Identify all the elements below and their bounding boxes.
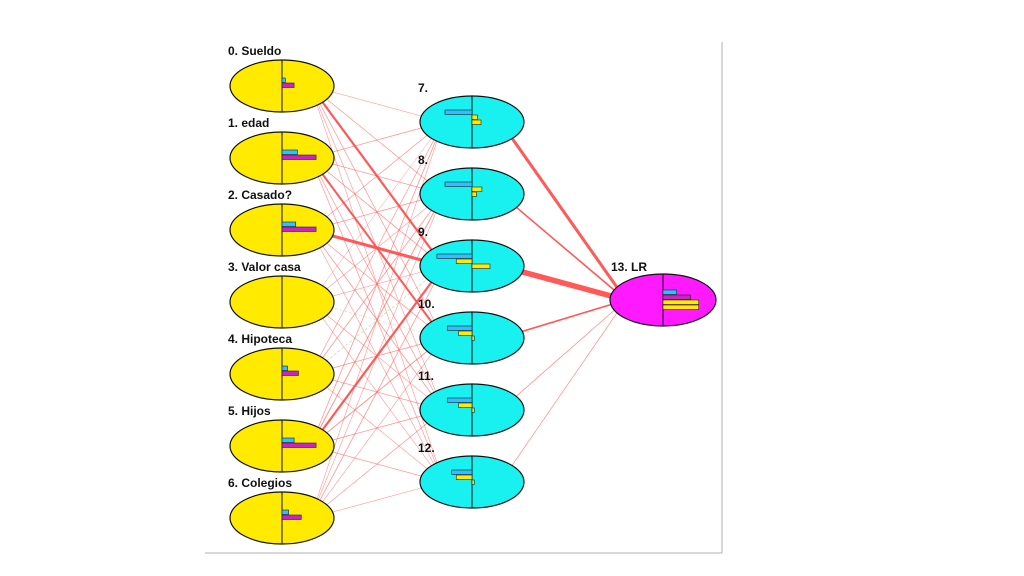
- hidden-node-label: 12.: [418, 441, 435, 455]
- hidden-1-bar-0: [444, 181, 473, 187]
- input-0-bar-0: [281, 77, 286, 83]
- edge-input-2-hidden-0: [310, 121, 444, 231]
- input-node-label: 1. edad: [228, 116, 269, 130]
- hidden-5-bar-2: [471, 479, 475, 485]
- hidden-2-bar-0: [436, 253, 473, 259]
- input-5-bar-1: [281, 442, 317, 448]
- input-node-0[interactable]: 0. Sueldo: [228, 44, 335, 113]
- edge-input-3-hidden-0: [310, 121, 444, 303]
- hidden-2-bar-2: [471, 263, 491, 269]
- output-bar-0: [662, 289, 678, 295]
- hidden-node-label: 10.: [418, 297, 435, 311]
- input-5-bar-0: [281, 437, 295, 443]
- input-4-bar-1: [281, 370, 299, 376]
- hidden-4-bar-2: [471, 407, 475, 413]
- input-node-label: 4. Hipoteca: [228, 332, 292, 346]
- output-bar-2: [662, 299, 700, 305]
- input-1-bar-1: [281, 154, 317, 160]
- input-node-4[interactable]: 4. Hipoteca: [228, 332, 335, 401]
- output-node-label: 13. LR: [611, 260, 647, 274]
- edge-input-6-hidden-0: [310, 121, 444, 519]
- hidden-node-3[interactable]: 10.: [418, 297, 525, 365]
- input-node-label: 2. Casado?: [228, 188, 292, 202]
- input-node-label: 5. Hijos: [228, 404, 271, 418]
- hidden-node-1[interactable]: 8.: [418, 153, 525, 221]
- edge-input-5-hidden-0: [310, 121, 444, 447]
- hidden-node-label: 9.: [418, 225, 428, 239]
- input-node-5[interactable]: 5. Hijos: [228, 404, 335, 473]
- hidden-3-bar-1: [458, 330, 473, 336]
- hidden-node-0[interactable]: 7.: [418, 81, 525, 149]
- hidden-node-label: 7.: [418, 81, 428, 95]
- hidden-0-bar-2: [471, 119, 482, 125]
- output-node-13[interactable]: 13. LR: [609, 260, 717, 327]
- input-node-label: 3. Valor casa: [228, 260, 301, 274]
- input-4-bar-0: [281, 365, 288, 371]
- edge-hidden-0-output: [499, 121, 628, 301]
- input-1-bar-0: [281, 149, 298, 155]
- edge-hidden-1-output: [500, 193, 627, 301]
- hidden-node-2[interactable]: 9.: [418, 225, 525, 293]
- hidden-1-bar-1: [471, 186, 483, 192]
- input-node-label: 6. Colegios: [228, 476, 292, 490]
- input-node-6[interactable]: 6. Colegios: [228, 476, 335, 545]
- hidden-0-bar-1: [471, 114, 478, 120]
- input-6-bar-1: [281, 514, 302, 520]
- hidden-node-label: 11.: [418, 369, 434, 383]
- output-bar-3: [662, 304, 700, 310]
- hidden-3-bar-0: [446, 325, 473, 331]
- edge-input-6-hidden-4: [310, 409, 444, 519]
- hidden-5-bar-0: [451, 469, 473, 475]
- input-0-bar-1: [281, 82, 295, 88]
- hidden-0-bar-0: [444, 109, 473, 115]
- input-node-label: 0. Sueldo: [228, 44, 281, 58]
- input-2-bar-1: [281, 226, 317, 232]
- hidden-1-bar-2: [471, 191, 477, 197]
- edge-input-6-hidden-1: [310, 193, 444, 519]
- hidden-4-bar-0: [446, 397, 473, 403]
- input-6-bar-0: [281, 509, 289, 515]
- hidden-4-bar-1: [458, 402, 473, 408]
- edge-input-4-hidden-0: [310, 121, 444, 375]
- hidden-5-bar-1: [455, 474, 473, 480]
- hidden-node-4[interactable]: 11.: [418, 369, 525, 437]
- hidden-node-5[interactable]: 12.: [418, 441, 525, 509]
- edge-hidden-5-output: [500, 299, 627, 483]
- output-bar-1: [662, 294, 691, 300]
- edge-input-6-hidden-3: [310, 337, 444, 519]
- hidden-node-label: 8.: [418, 153, 428, 167]
- edge-input-6-hidden-2: [310, 265, 444, 519]
- input-node-2[interactable]: 2. Casado?: [228, 188, 335, 257]
- hidden-2-bar-1: [455, 258, 473, 264]
- nodes-layer: 0. Sueldo 1. edad 2. Casado? 3. Valor casa 4…: [228, 44, 717, 545]
- hidden-3-bar-2: [471, 335, 475, 341]
- edges-layer: [309, 85, 628, 519]
- input-node-3[interactable]: 3. Valor casa: [228, 260, 335, 329]
- edge-hidden-4-output: [500, 299, 627, 411]
- input-node-1[interactable]: 1. edad: [228, 116, 335, 185]
- input-2-bar-0: [281, 221, 297, 227]
